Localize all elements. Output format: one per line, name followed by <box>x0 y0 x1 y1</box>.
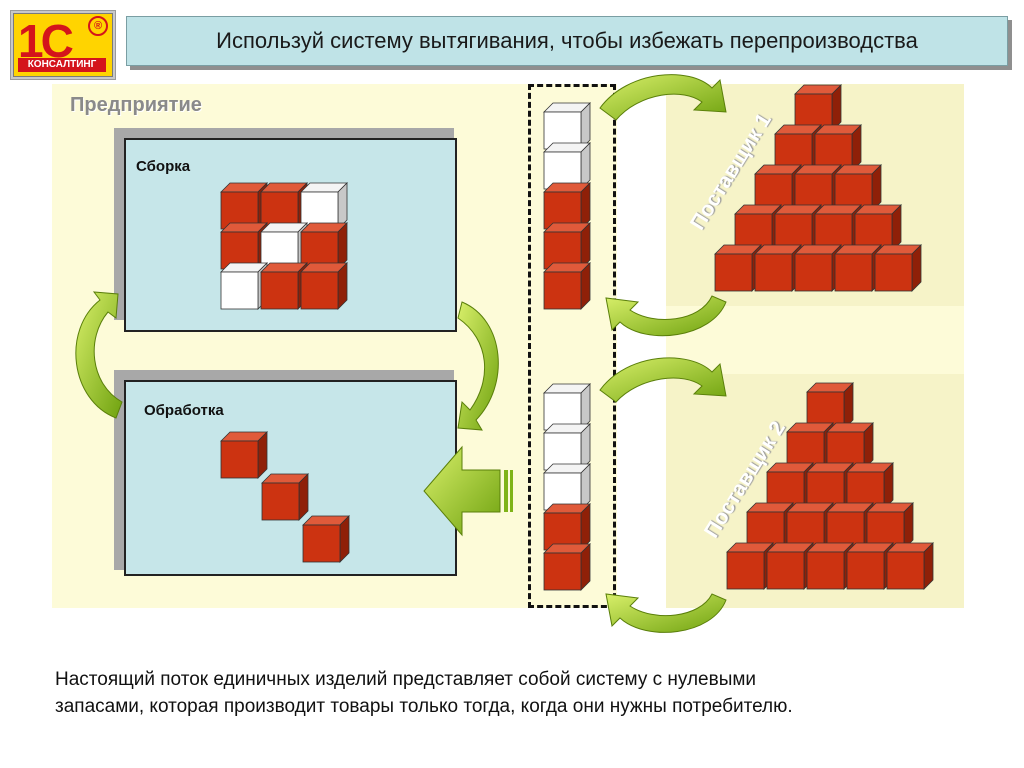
supplier-1-brick <box>754 164 802 212</box>
arrow-kanban-to-supplier-1 <box>599 74 727 121</box>
body-text-line-2: запасами, которая производит товары толь… <box>55 696 793 717</box>
supplier-2-brick <box>846 542 894 590</box>
processing-cube <box>220 431 268 479</box>
arrow-assembly-to-processing <box>457 301 499 431</box>
assembly-cube <box>220 222 268 270</box>
supplier-1-brick <box>794 84 842 132</box>
kanban-cube-top <box>543 182 591 230</box>
enterprise-label: Предприятие <box>70 94 202 116</box>
slide-title: Используй систему вытягивания, чтобы изб… <box>216 28 918 53</box>
logo-badge: 1С ® КОНСАЛТИНГ <box>13 13 113 77</box>
supplier-1-brick <box>814 204 862 252</box>
kanban-cube-bottom <box>543 463 591 511</box>
kanban-cube-top <box>543 102 591 150</box>
supplier-1-brick <box>794 164 842 212</box>
supplier-1-brick <box>734 204 782 252</box>
supplier-1-brick <box>774 124 822 172</box>
supplier-1-brick <box>814 124 862 172</box>
kanban-cube-bottom <box>543 423 591 471</box>
supplier-2-brick <box>846 462 894 510</box>
supplier-1-brick <box>794 244 842 292</box>
assembly-cube <box>300 222 348 270</box>
supplier-1-brick <box>854 204 902 252</box>
supplier-2-brick <box>886 542 934 590</box>
processing-cube <box>261 473 309 521</box>
supplier-1-brick <box>834 164 882 212</box>
kanban-cube-top <box>543 262 591 310</box>
kanban-gap <box>617 84 666 608</box>
assembly-label: Сборка <box>136 158 191 175</box>
body-text-line-1: Настоящий поток единичных изделий предст… <box>55 669 757 690</box>
supplier-2-brick <box>726 542 774 590</box>
assembly-cube <box>260 262 308 310</box>
body-text: Настоящий поток единичных изделий предст… <box>55 666 955 720</box>
arrow-supplier-1-to-kanban <box>605 295 727 337</box>
kanban-cube-top <box>543 222 591 270</box>
cube-layer <box>220 84 934 591</box>
supplier-1-brick <box>874 244 922 292</box>
assembly-cube <box>300 182 348 230</box>
supplier-2-brick <box>766 462 814 510</box>
kanban-cube-bottom <box>543 503 591 551</box>
kanban-cube-bottom <box>543 383 591 431</box>
supplier-2-brick <box>806 462 854 510</box>
title-bar: Используй систему вытягивания, чтобы изб… <box>126 16 1008 66</box>
supplier-2-brick <box>866 502 914 550</box>
supplier-2-brick <box>826 422 874 470</box>
supplier-1-brick <box>714 244 762 292</box>
kanban-cube-top <box>543 142 591 190</box>
supplier-1-brick <box>774 204 822 252</box>
logo-subtitle: КОНСАЛТИНГ <box>18 58 106 72</box>
supplier-2-brick <box>806 382 854 430</box>
supplier-2-brick <box>826 502 874 550</box>
assembly-cube <box>220 262 268 310</box>
arrow-kanban-to-supplier-2 <box>599 357 727 403</box>
arrow-kanban-to-processing <box>423 445 513 537</box>
assembly-cube <box>260 182 308 230</box>
supplier-2-brick <box>766 542 814 590</box>
supplier-1-brick <box>754 244 802 292</box>
supplier-1-brick <box>834 244 882 292</box>
kanban-dashed-box <box>528 84 616 608</box>
processing-cube <box>302 515 350 563</box>
supplier-2-brick <box>806 542 854 590</box>
company-logo: 1С ® КОНСАЛТИНГ <box>10 10 116 80</box>
supplier-2-brick <box>746 502 794 550</box>
assembly-cube <box>300 262 348 310</box>
assembly-cube <box>260 222 308 270</box>
assembly-cube <box>220 182 268 230</box>
arrow-supplier-2-to-kanban <box>605 593 727 633</box>
registered-mark: ® <box>88 16 108 36</box>
kanban-cube-bottom <box>543 543 591 591</box>
supplier-2-brick <box>786 502 834 550</box>
supplier-2-brick <box>786 422 834 470</box>
arrow-processing-to-assembly <box>75 291 123 419</box>
processing-label: Обработка <box>144 402 224 419</box>
